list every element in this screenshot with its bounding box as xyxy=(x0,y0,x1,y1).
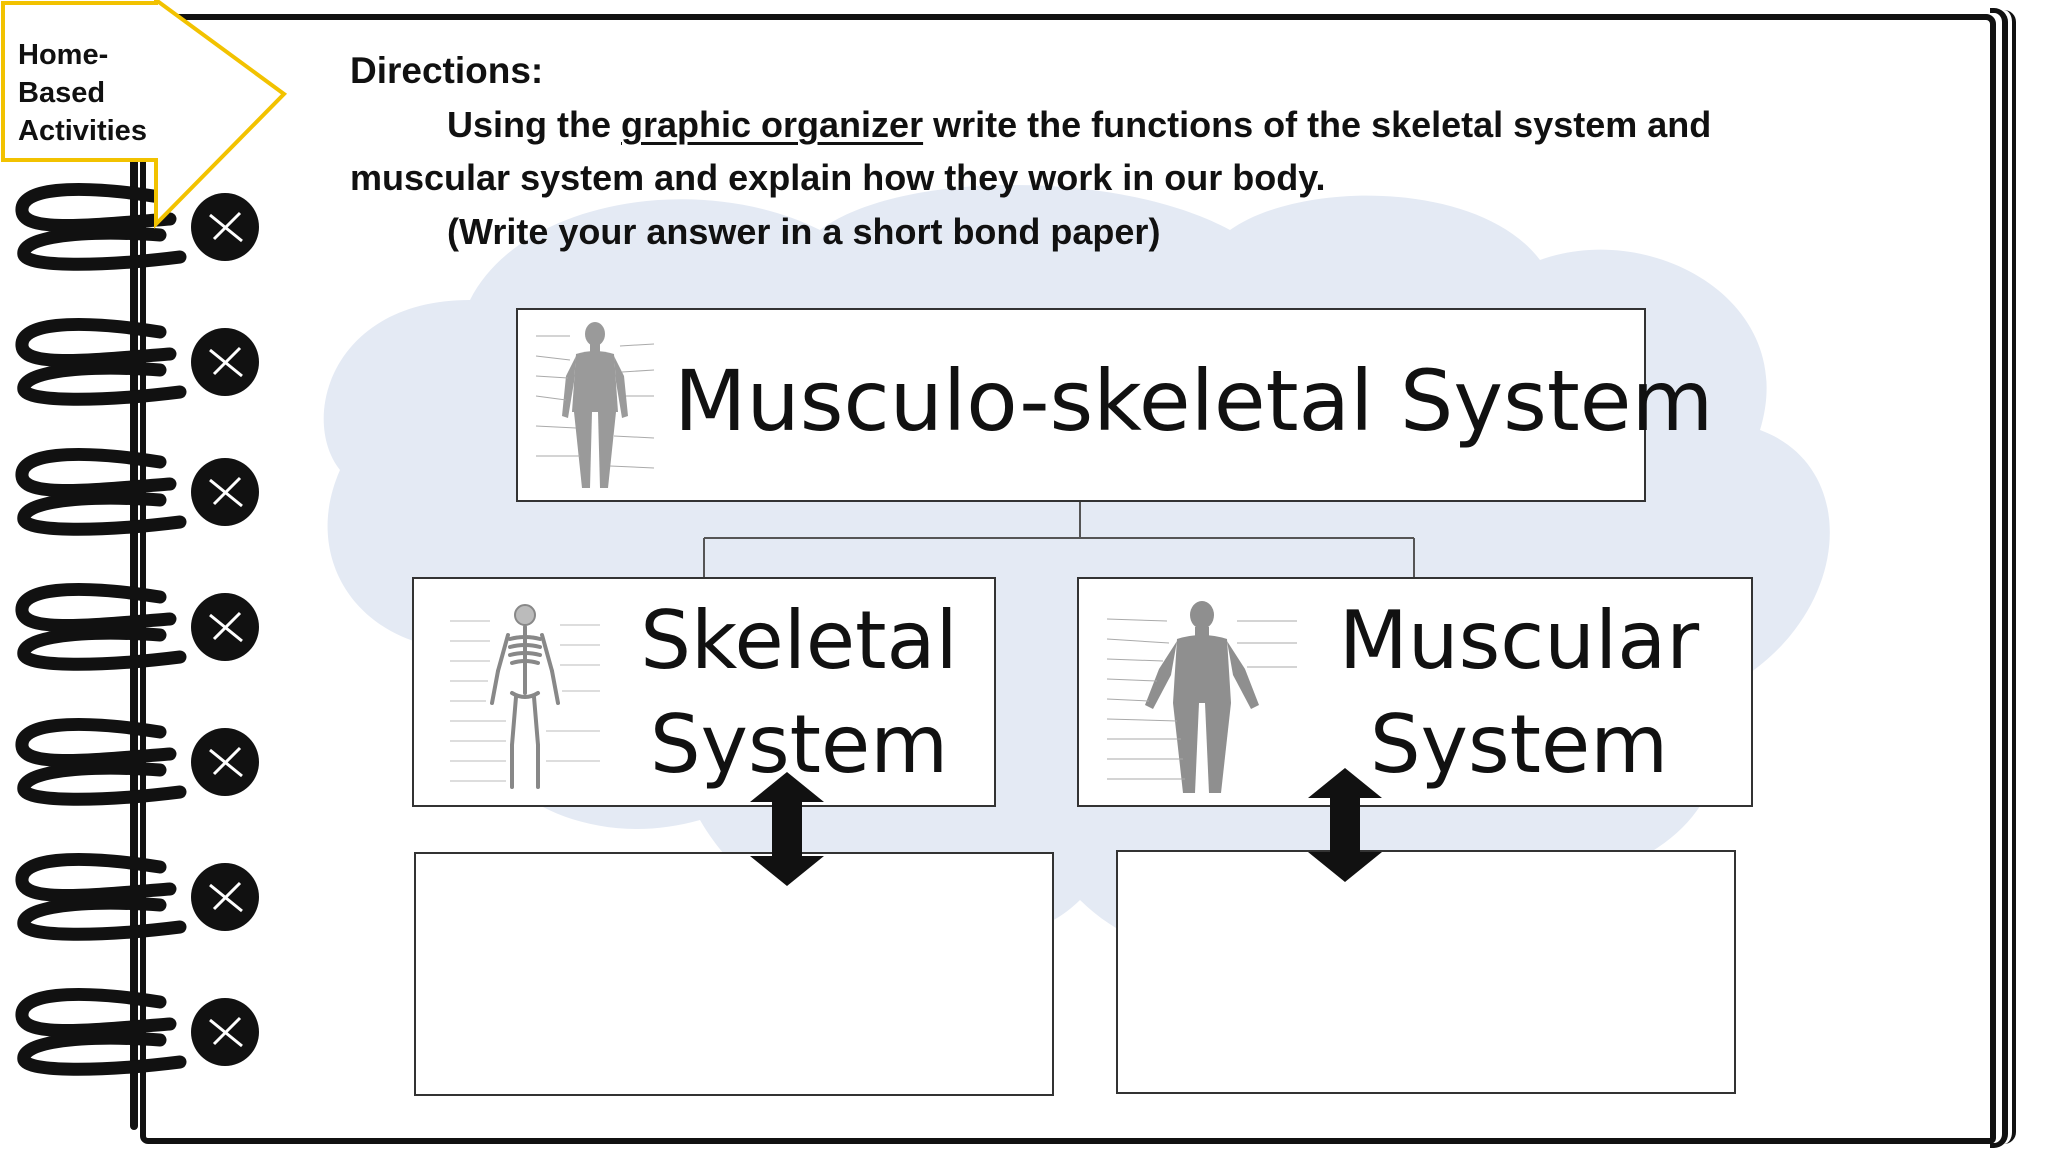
skeletal-title-line1: Skeletal xyxy=(640,594,958,687)
tag-label-line2: Activities xyxy=(18,115,147,147)
tag-arrow-shape xyxy=(1,0,288,229)
skeletal-system-title: Skeletal System xyxy=(614,589,984,797)
binding-ring xyxy=(15,852,259,941)
muscular-title-line1: Muscular xyxy=(1338,594,1700,687)
tag-label: Home-Based Activities xyxy=(18,36,188,150)
directions-line-2: muscular system and explain how they wor… xyxy=(350,157,1326,198)
directions-line-1-prefix: Using the xyxy=(447,104,622,145)
directions-line-1: Using the graphic organizer write the fu… xyxy=(447,104,1711,146)
binding-ring xyxy=(15,317,259,406)
skeletal-system-box: Skeletal System xyxy=(412,577,996,807)
muscular-system-title: Muscular System xyxy=(1299,589,1739,797)
musculoskeletal-title: Musculo-skeletal System xyxy=(674,352,1714,450)
muscular-answer-box xyxy=(1116,850,1736,1094)
binding-ring xyxy=(15,987,259,1076)
skeletal-answer-box xyxy=(414,852,1054,1096)
musculoskeletal-system-box: Musculo-skeletal System xyxy=(516,308,1713,502)
binding-ring xyxy=(15,717,259,806)
muscle-anatomy-figure-icon xyxy=(535,322,655,488)
notebook-page-edge-back xyxy=(2004,10,2016,1144)
binding-ring xyxy=(15,447,259,536)
binding-ring xyxy=(15,182,259,271)
muscular-system-box: Muscular System xyxy=(1077,577,1753,807)
skeletal-title-line2: System xyxy=(649,698,949,791)
directions-line-3: (Write your answer in a short bond paper… xyxy=(447,211,1161,252)
directions-title: Directions: xyxy=(350,50,544,91)
muscular-double-arrow-icon xyxy=(1308,768,1382,882)
skeleton-figure-icon xyxy=(450,604,600,789)
skeletal-double-arrow-icon xyxy=(750,772,824,886)
muscular-body-figure-icon xyxy=(1107,601,1297,793)
binding-ring xyxy=(15,582,259,671)
graphic-organizer-link: graphic organizer xyxy=(621,104,924,145)
notebook-page-edge xyxy=(1990,8,2008,1148)
muscular-title-line2: System xyxy=(1369,698,1669,791)
directions-line-1-suffix: write the functions of the skeletal syst… xyxy=(923,104,1712,145)
tag-label-line1: Home-Based xyxy=(18,39,109,109)
